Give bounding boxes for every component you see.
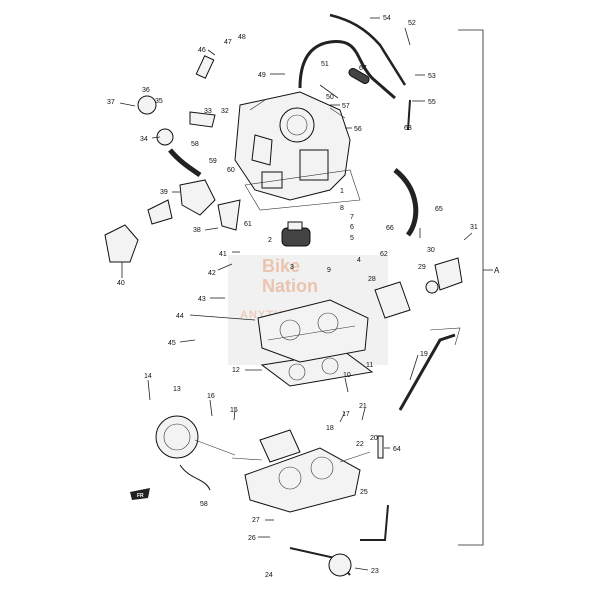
callout-19: 19	[420, 351, 428, 358]
middle-body	[257, 299, 369, 363]
front-marker-label: FR	[137, 493, 144, 499]
callout-26: 26	[248, 535, 256, 542]
callout-20: 20	[370, 435, 378, 442]
front-marker: FR	[130, 488, 150, 500]
callout-58-top: 58	[191, 141, 199, 148]
callout-54: 54	[383, 15, 391, 22]
leader-lines	[119, 17, 473, 571]
diaphragm-unit	[155, 415, 236, 491]
hoses	[168, 13, 419, 237]
callout-5: 5	[350, 235, 354, 242]
callout-42: 42	[208, 270, 216, 277]
callout-34: 34	[140, 136, 148, 143]
callout-51: 51	[321, 61, 329, 68]
callout-47: 47	[224, 39, 232, 46]
callout-21: 21	[359, 403, 367, 410]
callout-52: 52	[408, 20, 416, 27]
callout-35: 35	[155, 98, 163, 105]
callout-labels: 54 52 53 55 63 67 51 50 57 56 46 47 48 4…	[107, 15, 478, 579]
callout-44: 44	[176, 313, 184, 320]
callout-4: 4	[357, 257, 361, 264]
callout-11: 11	[366, 362, 373, 369]
callout-7: 7	[350, 214, 354, 221]
callout-60: 60	[227, 167, 235, 174]
callout-2: 2	[268, 237, 272, 244]
callout-32: 32	[221, 108, 229, 115]
callout-22: 22	[356, 441, 364, 448]
callout-29: 29	[418, 264, 426, 271]
callout-43: 43	[198, 296, 206, 303]
callout-33: 33	[204, 108, 212, 115]
callout-36: 36	[142, 87, 150, 94]
callout-65: 65	[435, 206, 443, 213]
choke-components	[104, 55, 241, 263]
watermark-line2: Nation	[262, 276, 318, 296]
callout-24: 24	[265, 572, 273, 579]
callout-3: 3	[290, 264, 294, 271]
callout-48: 48	[238, 34, 246, 41]
callout-38: 38	[193, 227, 201, 234]
callout-16: 16	[207, 393, 215, 400]
callout-40: 40	[117, 280, 125, 287]
callout-59: 59	[209, 158, 217, 165]
callout-28: 28	[368, 276, 376, 283]
callout-63: 63	[404, 125, 412, 132]
callout-53: 53	[428, 73, 436, 80]
callout-56: 56	[354, 126, 362, 133]
throttle-body	[231, 429, 371, 513]
callout-30: 30	[427, 247, 435, 254]
callout-14: 14	[144, 373, 152, 380]
float-assembly	[281, 221, 311, 247]
callout-37: 37	[107, 99, 115, 106]
callout-23: 23	[371, 568, 379, 575]
callout-25: 25	[360, 489, 368, 496]
callout-46: 46	[198, 47, 206, 54]
callout-31: 31	[470, 224, 478, 231]
right-side-parts	[374, 257, 463, 459]
callout-49: 49	[258, 72, 266, 79]
callout-50: 50	[326, 94, 334, 101]
callout-8: 8	[340, 205, 344, 212]
linkage-lever	[289, 504, 389, 577]
callout-15: 15	[230, 407, 238, 414]
callout-6: 6	[350, 224, 354, 231]
assembly-bracket	[458, 29, 493, 546]
callout-27: 27	[252, 517, 260, 524]
callout-41: 41	[219, 251, 227, 258]
callout-45: 45	[168, 340, 176, 347]
callout-13: 13	[173, 386, 181, 393]
callout-67: 67	[359, 65, 367, 72]
upper-carburetor-body	[234, 91, 361, 211]
callout-66: 66	[386, 225, 394, 232]
callout-57: 57	[342, 103, 350, 110]
callout-18: 18	[326, 425, 334, 432]
callout-1: 1	[340, 188, 344, 195]
callout-58-bottom: 58	[200, 501, 208, 508]
callout-9: 9	[327, 267, 331, 274]
callout-62: 62	[380, 251, 388, 258]
bracket-label: A	[494, 266, 500, 275]
callout-64: 64	[393, 446, 401, 453]
watermark-line1: Bike	[262, 256, 300, 276]
callout-17: 17	[342, 411, 350, 418]
callout-61: 61	[244, 221, 252, 228]
callout-55: 55	[428, 99, 436, 106]
callout-39: 39	[160, 189, 168, 196]
callout-12: 12	[232, 367, 240, 374]
callout-10: 10	[343, 372, 351, 379]
